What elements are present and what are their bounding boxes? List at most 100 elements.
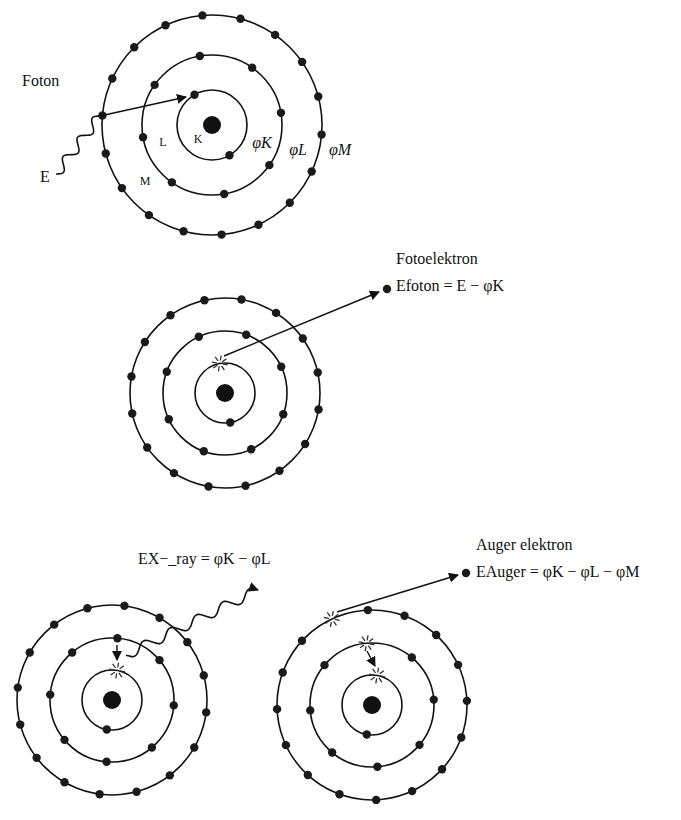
vacancy-ray [377, 668, 379, 673]
electron-shell [177, 90, 247, 160]
vacancy-ray [379, 678, 382, 682]
electron [68, 648, 76, 656]
electron-shell [82, 670, 142, 730]
electron [314, 405, 322, 413]
vacancy-mark [359, 635, 375, 651]
vacancy-ray [334, 621, 337, 625]
energy-formula: Efoton = E − φK [396, 277, 504, 295]
electron [127, 372, 135, 380]
electron [128, 409, 136, 417]
electron [430, 695, 438, 703]
vacancy-ray [117, 663, 119, 668]
electron [139, 133, 147, 141]
electron [317, 130, 325, 138]
vacancy-ray [380, 671, 384, 674]
electron [298, 637, 306, 645]
electron [50, 620, 58, 628]
shell-label: L [159, 136, 166, 150]
electron [195, 333, 203, 341]
energy-formula: EAuger = φK − φL − φM [476, 563, 640, 581]
vacancy-ray [362, 637, 365, 641]
electron [242, 331, 250, 339]
electron-shell [142, 55, 282, 195]
energy-formula: EX−_ray = φK − φL [138, 550, 271, 568]
electron [148, 743, 156, 751]
vacancy-ray [222, 359, 226, 362]
transition-arrow [116, 645, 117, 660]
vacancy-ray [371, 677, 375, 680]
electron [102, 149, 110, 157]
electron [102, 758, 110, 766]
shell-label: M [140, 175, 151, 189]
electron [279, 668, 287, 676]
vacancy-ray [218, 366, 220, 371]
vacancy-ray [368, 646, 371, 650]
vacancy-ray [213, 365, 217, 368]
electron [272, 309, 280, 317]
ejected-electron [462, 569, 470, 577]
electron [226, 418, 234, 426]
vacancy-ray [327, 612, 330, 616]
electron [168, 178, 176, 186]
electron [408, 787, 416, 795]
vacancy-ray [113, 664, 116, 668]
electron [400, 612, 408, 620]
electron [328, 748, 336, 756]
electron [141, 338, 149, 346]
shell-label: K [194, 133, 203, 147]
electron [282, 741, 290, 749]
electron [438, 765, 446, 773]
electron [271, 31, 279, 39]
vacancy-ray [120, 666, 124, 669]
electron-shell [50, 638, 174, 762]
electron [32, 754, 40, 762]
electron [306, 706, 314, 714]
electron [161, 21, 169, 29]
electron [132, 788, 140, 796]
electron [200, 671, 208, 679]
electron [95, 790, 103, 798]
electron [314, 92, 322, 100]
electron [143, 443, 151, 451]
vacancy-ray [334, 614, 338, 617]
electron [415, 741, 423, 749]
vacancy-ray [109, 668, 114, 670]
photon-wave [126, 588, 258, 656]
emission-arrow [337, 575, 458, 612]
vacancy-ray [215, 357, 218, 361]
electron [113, 634, 121, 642]
electron-shell [277, 610, 467, 800]
vacancy-ray [359, 641, 364, 643]
vacancy-ray [212, 361, 217, 363]
vacancy-ray [330, 622, 332, 627]
vacancy-mark [369, 668, 385, 684]
electron [46, 690, 54, 698]
electron [165, 415, 173, 423]
nucleus [103, 691, 121, 709]
electron [155, 614, 163, 622]
electron [183, 638, 191, 646]
auger-label: Auger elektron [476, 536, 572, 554]
electron [200, 447, 208, 455]
electron [265, 161, 273, 169]
electron [200, 296, 208, 304]
electron [202, 708, 210, 716]
binding-energy-label: φM [329, 141, 351, 159]
electron [130, 43, 138, 51]
electron [320, 661, 328, 669]
electron [277, 109, 285, 117]
vacancy-ray [111, 672, 115, 675]
electron [190, 90, 198, 98]
electron [457, 733, 465, 741]
vacancy-ray [375, 678, 377, 683]
electron [304, 771, 312, 779]
electron [372, 796, 380, 804]
electron [314, 368, 322, 376]
electron-shell [310, 643, 434, 767]
nucleus [203, 116, 221, 134]
vacancy-mark [109, 663, 125, 679]
electron [217, 230, 225, 238]
electron [26, 648, 34, 656]
electron [364, 606, 372, 614]
vacancy-ray [373, 669, 376, 673]
